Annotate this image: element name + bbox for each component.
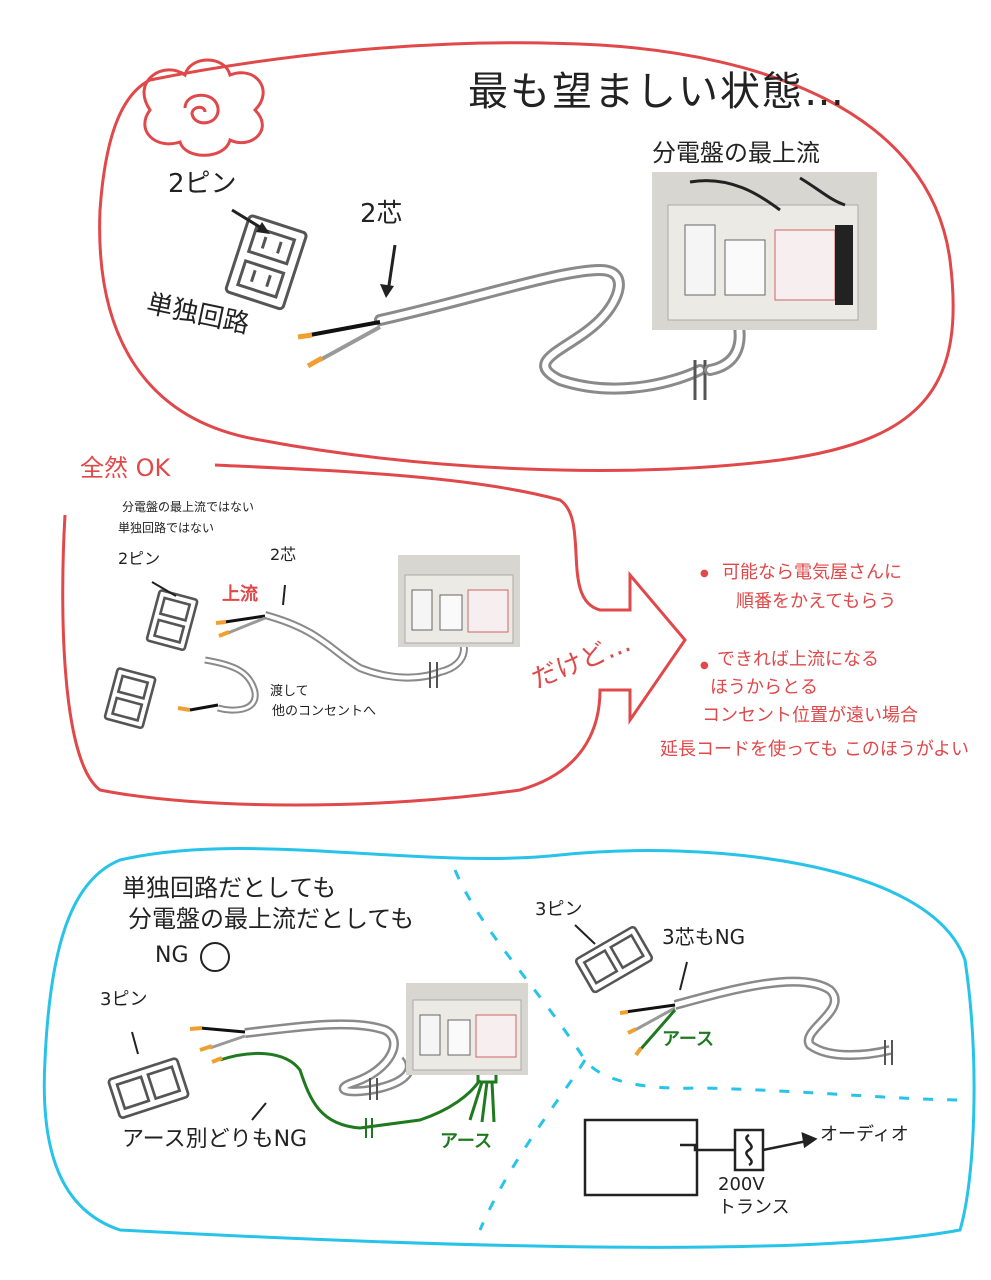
advice-line-2: 順番をかえてもらう [736, 591, 897, 612]
outlet-2pin-section2-lower [103, 667, 157, 730]
section2-2pin-label: 2ピン [118, 549, 161, 568]
section3-trans: トランス [718, 1197, 790, 1218]
section2-upstream-label: 上流 [222, 584, 258, 605]
section1-2core-label: 2芯 [360, 199, 403, 229]
section3-200v: 200V [718, 1174, 765, 1195]
section2-outline [61, 463, 687, 807]
section3-earth-right: アース [662, 1029, 715, 1050]
audio-transformer [583, 1118, 818, 1197]
outlet-2pin-section1 [224, 214, 308, 311]
section3-ng: NG [155, 943, 189, 968]
section1-2pin-label: 2ピン [168, 169, 237, 199]
panel-photo-section2 [398, 555, 520, 647]
section2-title: 全然 OK [80, 454, 171, 482]
outlet-2pin-section2-upper [145, 589, 199, 652]
earth-rod-left [468, 1068, 498, 1123]
section3-divider [453, 869, 966, 1231]
outlet-3pin-right [574, 925, 654, 994]
panel-photo-section3 [406, 983, 528, 1075]
section3-line2: 分電盤の最上流だとしても [128, 905, 415, 933]
rose-doodle [142, 58, 265, 157]
section3-3pin-left: 3ピン [100, 989, 148, 1010]
section1-outline [98, 41, 955, 472]
bullet-dot: ● [700, 660, 709, 671]
bullet-dot: ● [700, 568, 709, 579]
section2-note-2: 単独回路ではない [118, 521, 215, 535]
sad-face-icon [200, 942, 230, 972]
advice-line-5: コンセント位置が遠い場合 [702, 705, 918, 726]
section1-panel-label: 分電盤の最上流 [652, 139, 820, 167]
advice-line-3: できれば上流になる [717, 649, 879, 670]
section2-2core-label: 2芯 [270, 545, 297, 564]
cable-3core-right [619, 976, 893, 1065]
section3-audio: オーディオ [820, 1124, 909, 1145]
section3-earth-left: アース [440, 1131, 493, 1152]
section1-title: 最も望ましい状態… [468, 69, 846, 115]
section2-note-1: 分電盤の最上流ではない [122, 500, 255, 514]
section3-line1: 単独回路だとしても [122, 874, 337, 902]
section2-other-label: 他のコンセントへ [272, 704, 377, 719]
cable-3core-left [189, 1019, 482, 1138]
section3-3pin-right: 3ピン [535, 899, 583, 920]
section3-outline [42, 847, 976, 1249]
outlet-3pin-left [107, 1057, 190, 1119]
section3-3core: 3芯もNG [662, 925, 746, 949]
section2-pass-label: 渡して [270, 684, 309, 699]
advice-line-6: 延長コードを使っても このほうがよい [660, 739, 970, 760]
section3-earth-sep: アース別どりもNG [122, 1127, 308, 1152]
panel-photo-section1 [652, 172, 877, 330]
advice-line-1: 可能なら電気屋さんに [722, 562, 902, 583]
advice-line-4: ほうからとる [710, 677, 818, 698]
